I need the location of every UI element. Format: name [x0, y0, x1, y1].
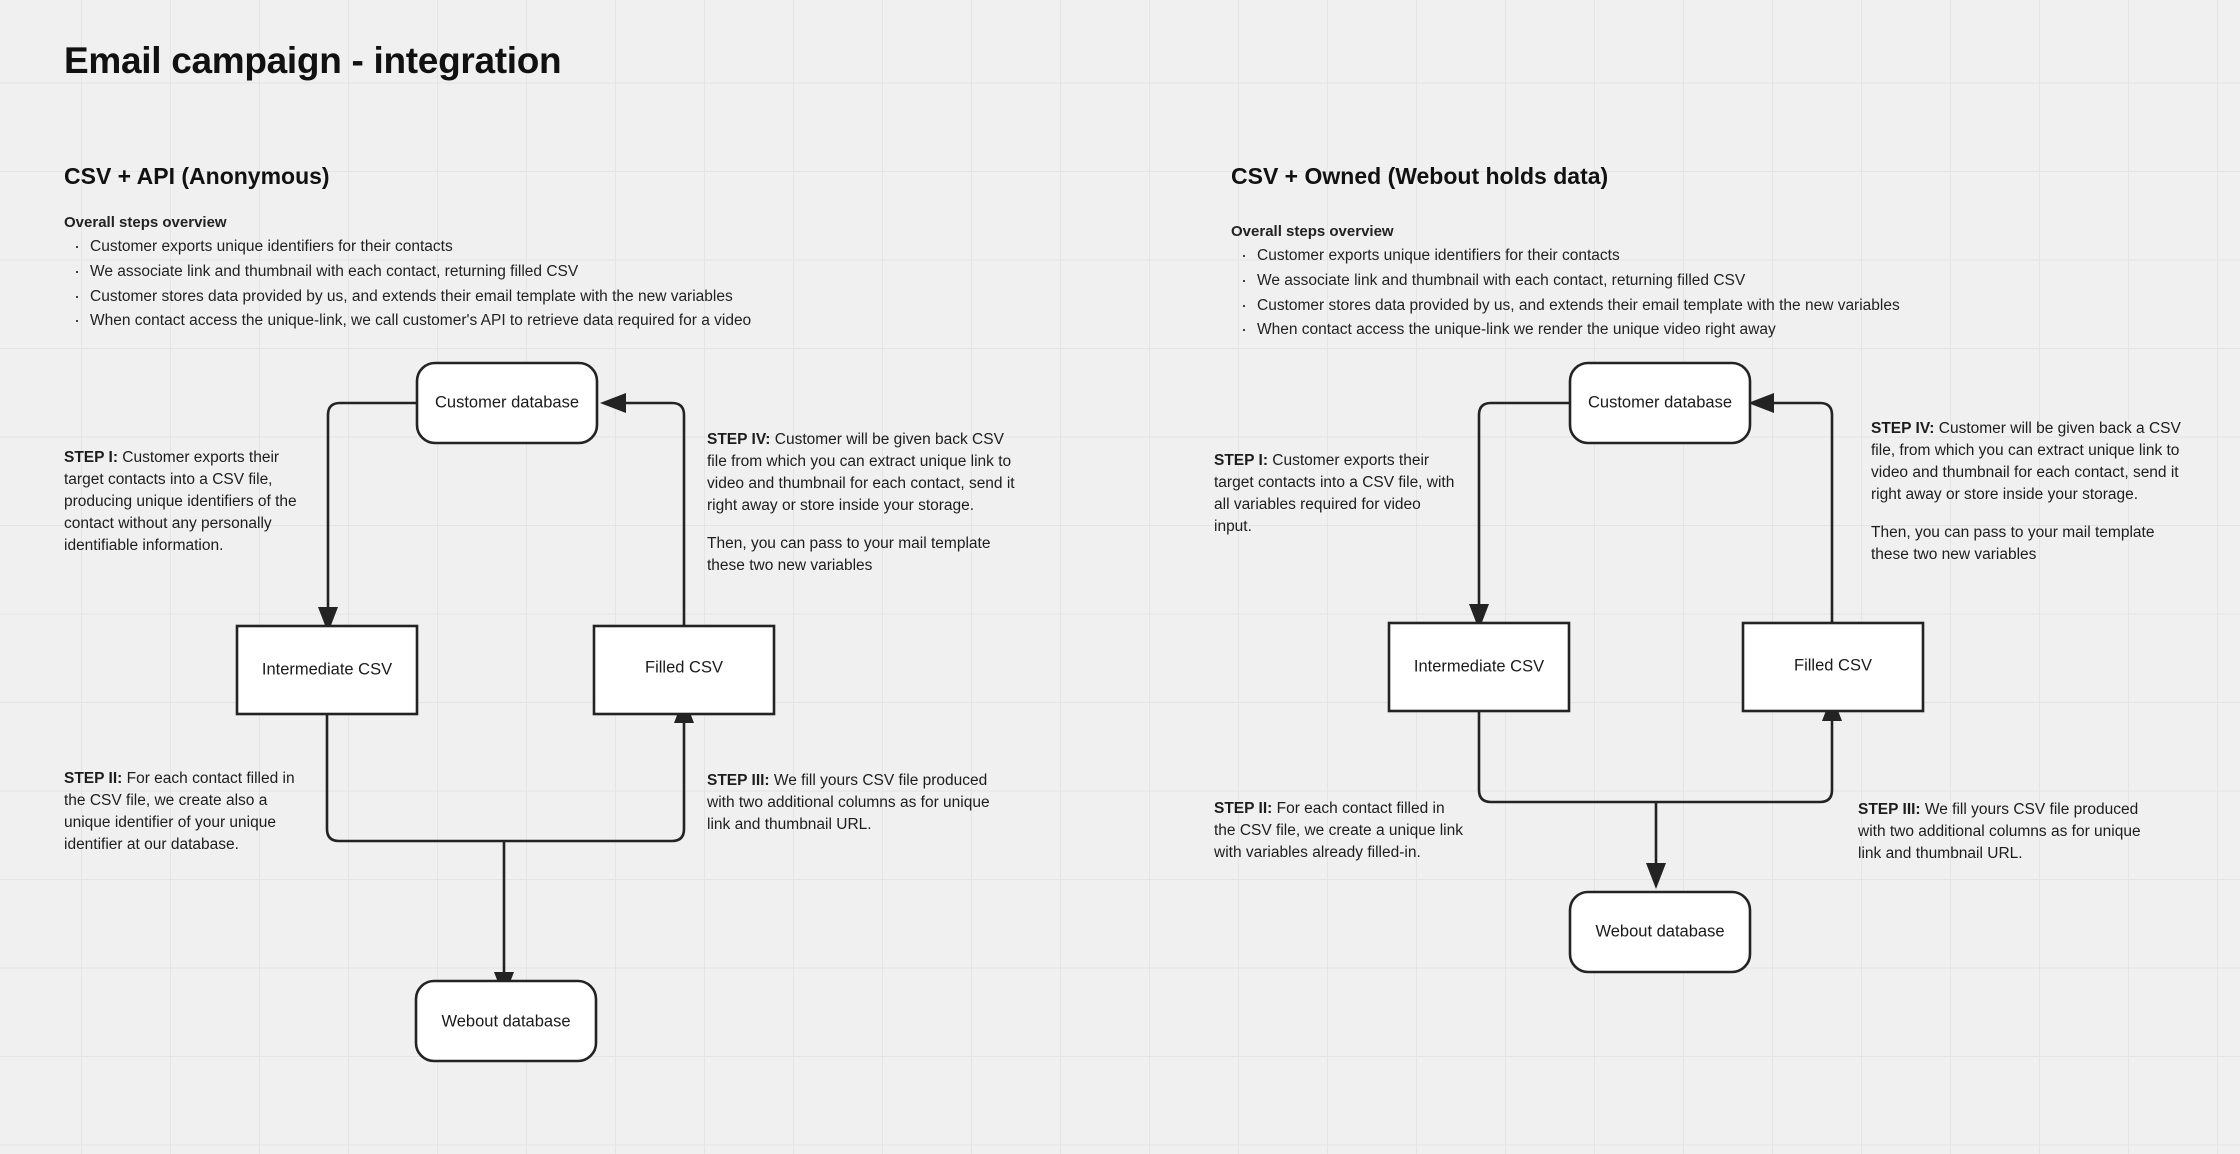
list-item: Customer stores data provided by us, and…: [64, 287, 844, 307]
note-label: STEP IV:: [707, 431, 771, 448]
note-label: STEP I:: [1214, 452, 1268, 469]
note-text: Customer will be given back CSV file fro…: [707, 431, 1015, 514]
list-item: Customer stores data provided by us, and…: [1231, 296, 2021, 316]
note-label: STEP II:: [1214, 800, 1273, 817]
note-label: STEP III:: [1858, 801, 1921, 818]
note-text: Customer exports their target contacts i…: [1214, 452, 1455, 535]
list-item: When contact access the unique-link we r…: [1231, 320, 2021, 340]
note-spacer: [1871, 506, 2186, 522]
page-title: Email campaign - integration: [64, 40, 562, 81]
overview-heading-right: Overall steps overview: [1231, 223, 1394, 240]
overview-list-left: Customer exports unique identifiers for …: [64, 237, 844, 331]
note-label: STEP III:: [707, 772, 770, 789]
note-step-1-right: STEP I: Customer exports their target co…: [1214, 450, 1462, 538]
note-label: STEP I:: [64, 449, 118, 466]
note-spacer: [707, 517, 1015, 533]
note-text-secondary: Then, you can pass to your mail template…: [1871, 524, 2155, 563]
list-item: Customer exports unique identifiers for …: [1231, 246, 2021, 266]
note-step-1-left: STEP I: Customer exports their target co…: [64, 447, 319, 557]
list-item: Customer exports unique identifiers for …: [64, 237, 844, 257]
note-step-3-right: STEP III: We fill yours CSV file produce…: [1858, 799, 2158, 865]
note-step-2-left: STEP II: For each contact filled in the …: [64, 768, 316, 856]
note-text: Customer exports their target contacts i…: [64, 449, 297, 554]
column-title-left: CSV + API (Anonymous): [64, 163, 330, 189]
overview-right: Overall steps overview Customer exports …: [1231, 224, 2021, 346]
note-text: For each contact filled in the CSV file,…: [64, 770, 295, 853]
note-label: STEP IV:: [1871, 420, 1935, 437]
note-text: We fill yours CSV file produced with two…: [1858, 801, 2141, 862]
note-text-secondary: Then, you can pass to your mail template…: [707, 535, 991, 574]
column-title-right: CSV + Owned (Webout holds data): [1231, 163, 1609, 189]
note-step-2-right: STEP II: For each contact filled in the …: [1214, 798, 1469, 864]
note-text: For each contact filled in the CSV file,…: [1214, 800, 1463, 861]
overview-heading-left: Overall steps overview: [64, 214, 227, 231]
list-item: We associate link and thumbnail with eac…: [64, 262, 844, 282]
note-label: STEP II:: [64, 770, 123, 787]
list-item: We associate link and thumbnail with eac…: [1231, 271, 2021, 291]
overview-left: Overall steps overview Customer exports …: [64, 215, 844, 337]
note-step-4-left: STEP IV: Customer will be given back CSV…: [707, 429, 1015, 577]
note-step-3-left: STEP III: We fill yours CSV file produce…: [707, 770, 1002, 836]
list-item: When contact access the unique-link, we …: [64, 311, 844, 331]
note-step-4-right: STEP IV: Customer will be given back a C…: [1871, 418, 2186, 566]
note-text: We fill yours CSV file produced with two…: [707, 772, 990, 833]
note-text: Customer will be given back a CSV file, …: [1871, 420, 2181, 503]
overview-list-right: Customer exports unique identifiers for …: [1231, 246, 2021, 340]
